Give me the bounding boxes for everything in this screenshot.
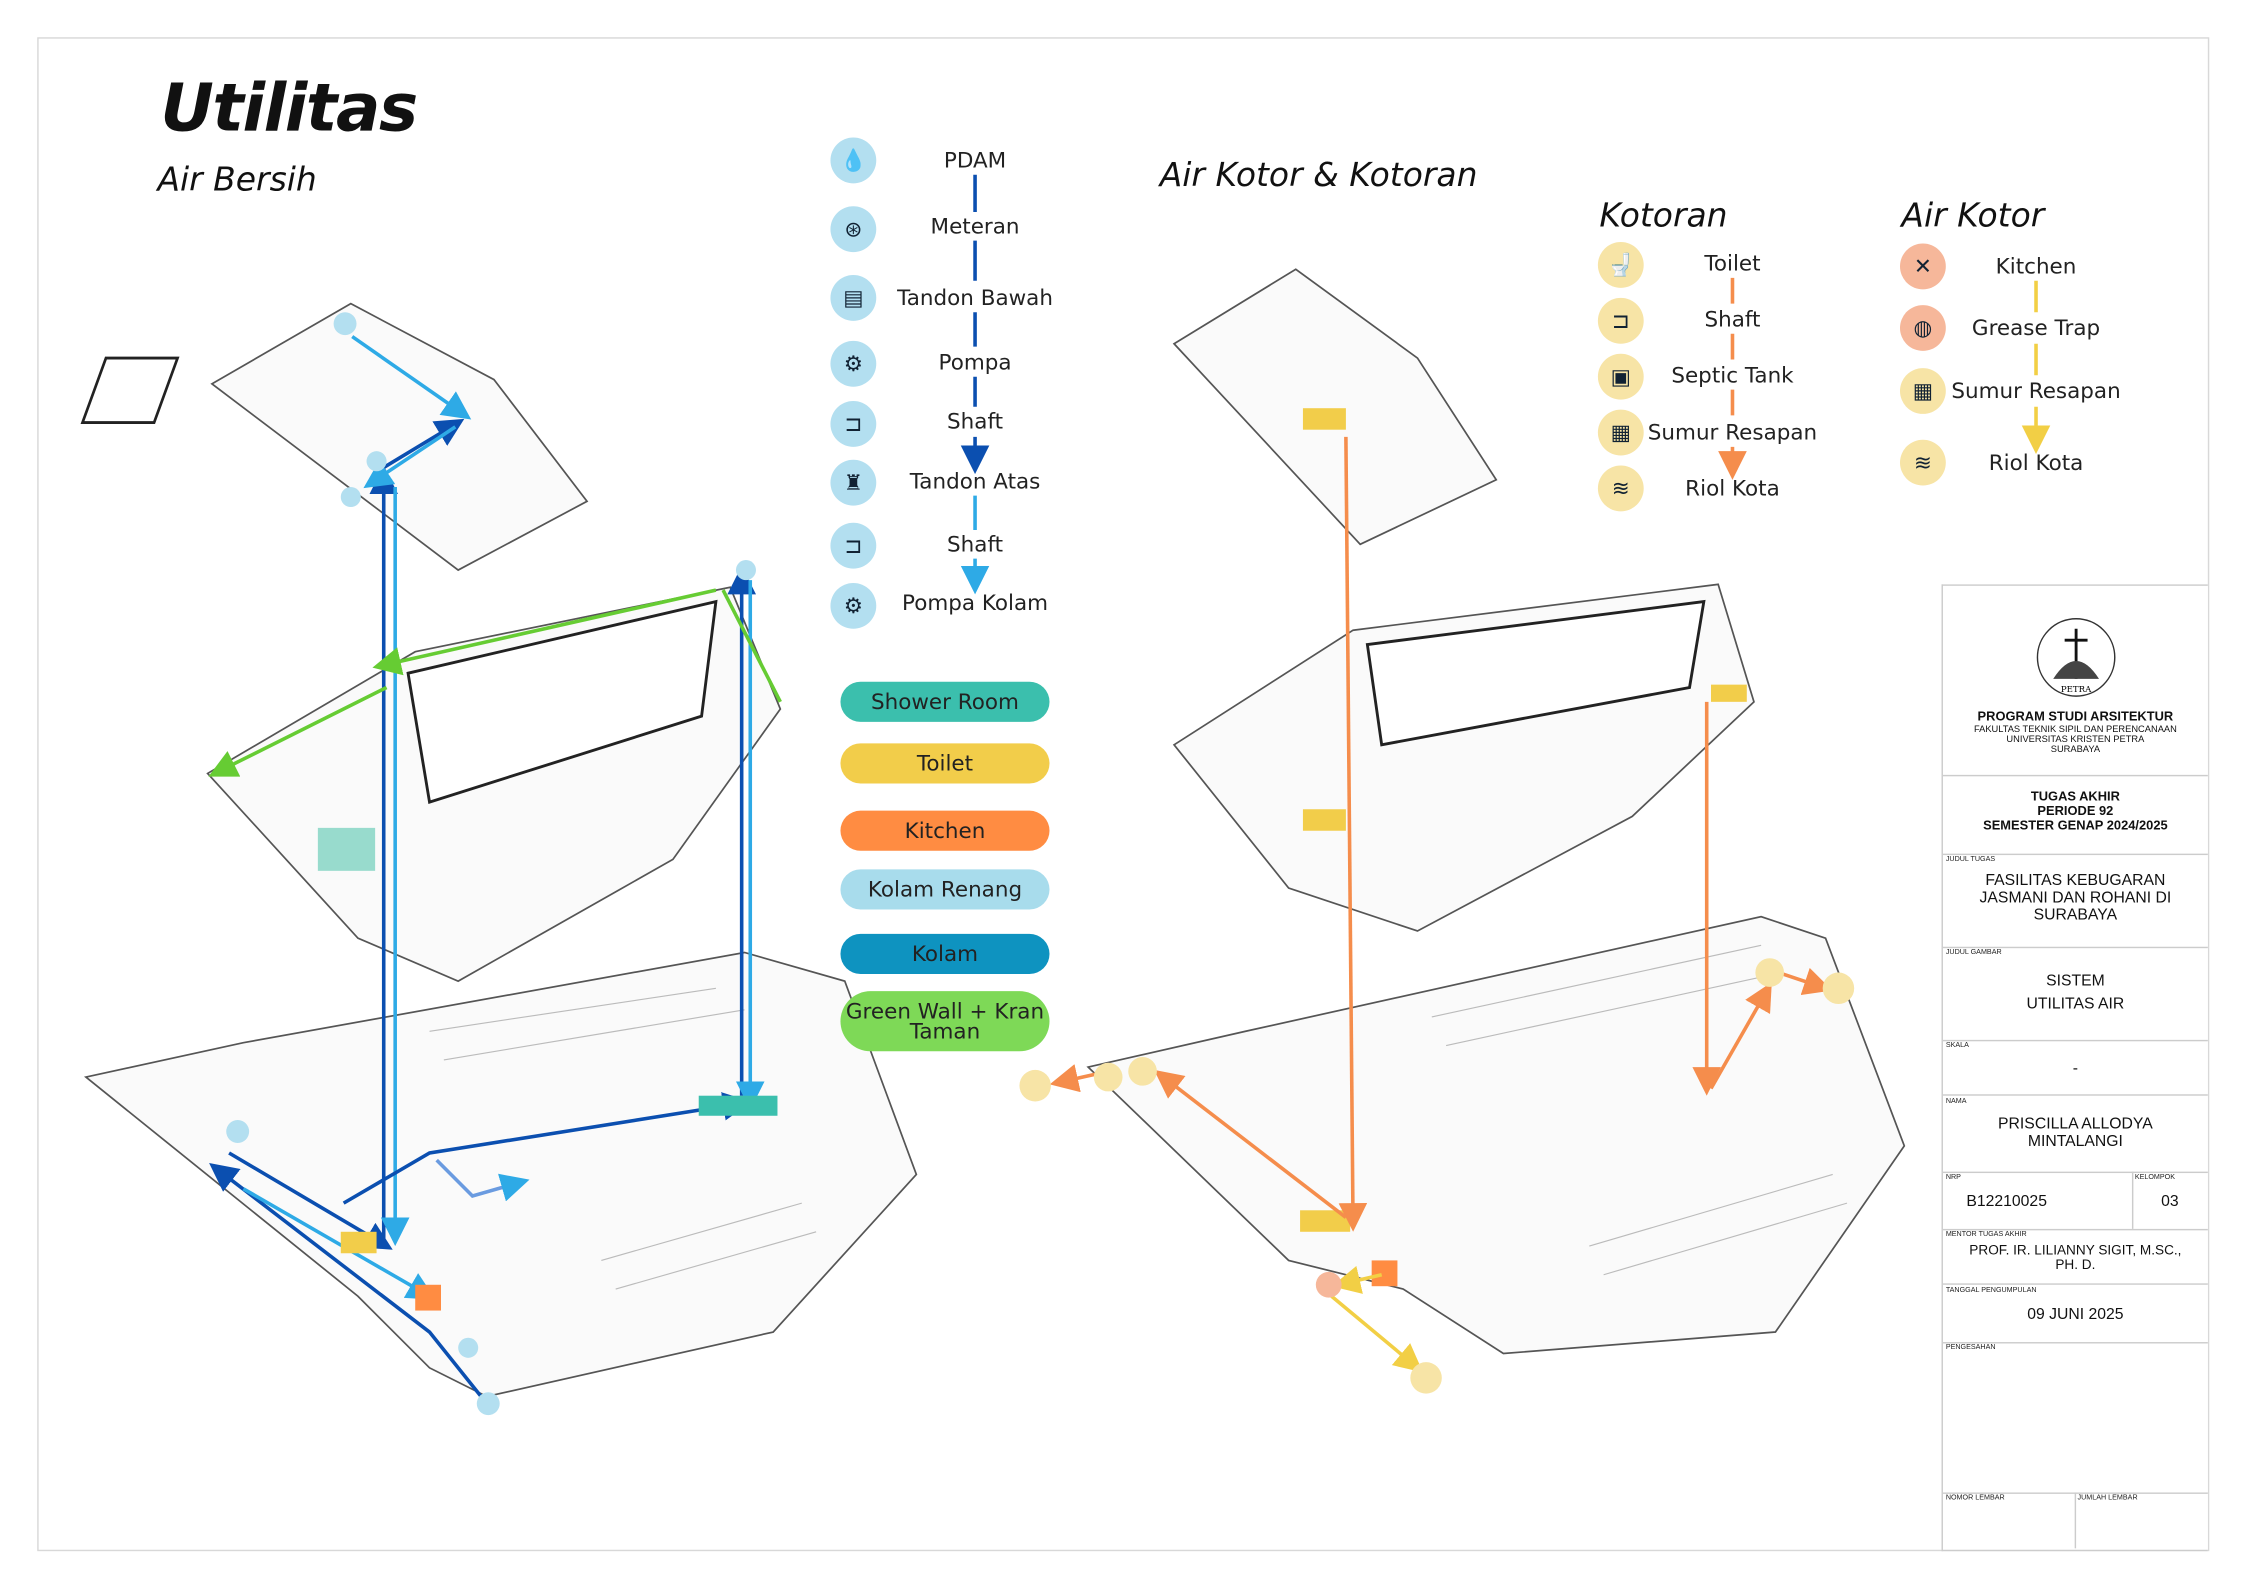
pengesahan-section: PENGESAHAN xyxy=(1942,1342,2208,1494)
toilet-icon: 🚽 xyxy=(1597,242,1644,288)
judul-tugas: FASILITAS KEBUGARAN JASMANI DAN ROHANI D… xyxy=(1979,872,2172,924)
kotoran-toilet: Toilet xyxy=(1704,250,1761,277)
legend-green-wall: Green Wall + Kran Taman xyxy=(840,991,1050,1052)
nama: PRISCILLA ALLODYA MINTALANGI xyxy=(1998,1115,2153,1151)
air-kotor-heading: Air Kotor xyxy=(1901,197,2045,235)
airkotor-grease-trap: Grease Trap xyxy=(1971,315,2101,341)
city-sewer-icon: ≋ xyxy=(1899,439,1946,486)
flow-meteran: Meteran xyxy=(930,213,1020,240)
pipe-shaft-icon: ⊐ xyxy=(830,522,877,569)
air-bersih-heading: Air Bersih xyxy=(157,161,317,200)
flow-shaft: Shaft xyxy=(947,408,1004,434)
page-title: Utilitas xyxy=(160,68,418,147)
university-name: UNIVERSITAS KRISTEN PETRA xyxy=(2006,734,2145,745)
plan-right-top-floor xyxy=(1172,268,1498,546)
legend-toilet: Toilet xyxy=(840,743,1050,784)
program-name: PROGRAM STUDI ARSITEKTUR xyxy=(1977,708,2174,724)
flow-pompa: Pompa xyxy=(938,349,1012,376)
mentor-section: MENTOR TUGAS AKHIR PROF. IR. LILIANNY SI… xyxy=(1942,1229,2208,1285)
legend-kolam: Kolam xyxy=(840,933,1050,974)
infiltration-well-icon: ▦ xyxy=(1899,368,1946,414)
periode: PERIODE 92 xyxy=(2037,803,2114,818)
semester: SEMESTER GENAP 2024/2025 xyxy=(1983,817,2168,833)
infiltration-well-icon: ▦ xyxy=(1597,409,1644,456)
institution-section: PETRA PROGRAM STUDI ARSITEKTUR FAKULTAS … xyxy=(1942,586,2208,777)
toilet-highlight xyxy=(340,1231,377,1254)
kotoran-shaft: Shaft xyxy=(1704,306,1761,333)
pipe-shaft-icon: ⊐ xyxy=(830,401,877,447)
pengesahan-label: PENGESAHAN xyxy=(1945,1343,1996,1353)
faculty-name: FAKULTAS TEKNIK SIPIL DAN PERENCANAAN xyxy=(1973,724,2177,735)
title-block: PETRA PROGRAM STUDI ARSITEKTUR FAKULTAS … xyxy=(1941,584,2208,1552)
jumlah-lembar-label: JUMLAH LEMBAR xyxy=(2077,1493,2138,1503)
skala: - xyxy=(2072,1059,2079,1078)
mentor-label: MENTOR TUGAS AKHIR xyxy=(1945,1230,2027,1239)
tanggal: 09 JUNI 2025 xyxy=(2027,1306,2124,1324)
mentor: PROF. IR. LILIANNY SIGIT, M.SC., PH. D. xyxy=(1969,1243,2182,1274)
sheet-border xyxy=(37,37,2210,1552)
city-sewer-icon: ≋ xyxy=(1597,465,1644,512)
flow-shaft-2: Shaft xyxy=(947,531,1004,558)
water-drop-icon: 💧 xyxy=(830,137,877,184)
judul-gambar-label: JUDUL GAMBAR xyxy=(1945,948,2002,957)
tanggal-section: TANGGAL PENGUMPULAN 09 JUNI 2025 xyxy=(1942,1285,2208,1344)
plan-left-top-floor xyxy=(210,302,589,572)
nomor-lembar-label: NOMOR LEMBAR xyxy=(1945,1493,2005,1503)
airkotor-sumur-resapan: Sumur Resapan xyxy=(1951,378,2121,404)
pump-icon: ⚙ xyxy=(830,340,877,387)
judul-tugas-label: JUDUL TUGAS xyxy=(1945,855,1996,864)
city-name: SURABAYA xyxy=(2050,744,2101,755)
flow-tandon-bawah: Tandon Bawah xyxy=(897,285,1053,311)
kelompok-label: KELOMPOK xyxy=(2134,1173,2176,1182)
nama-label: NAMA xyxy=(1945,1097,1967,1106)
air-kotor-kotoran-heading: Air Kotor & Kotoran xyxy=(1159,157,1478,195)
nrp-label: NRP xyxy=(1945,1173,1961,1182)
lembar-section: NOMOR LEMBAR JUMLAH LEMBAR xyxy=(1943,1492,2208,1549)
legend-kitchen: Kitchen xyxy=(840,810,1050,851)
kotoran-heading: Kotoran xyxy=(1599,197,1728,235)
plan-right-ground-floor xyxy=(1086,915,1906,1355)
airkotor-riol-kota: Riol Kota xyxy=(1988,449,2084,476)
judul-gambar-line2: UTILITAS AIR xyxy=(2026,995,2125,1013)
kotoran-riol-kota: Riol Kota xyxy=(1685,475,1780,502)
plan-left-ground-floor xyxy=(83,951,918,1398)
judul-tugas-section: JUDUL TUGAS FASILITAS KEBUGARAN JASMANI … xyxy=(1942,854,2208,949)
shower-room-highlight xyxy=(317,827,376,871)
kitchen-icon: ✕ xyxy=(1899,243,1946,290)
kelompok: 03 xyxy=(2161,1193,2179,1211)
nrp-section: NRP B12210025 KELOMPOK 03 xyxy=(1942,1171,2208,1231)
tugas-akhir: TUGAS AKHIR xyxy=(2030,789,2120,804)
nrp: B12210025 xyxy=(1966,1193,2047,1211)
assignment-section: TUGAS AKHIR PERIODE 92 SEMESTER GENAP 20… xyxy=(1942,775,2208,856)
university-logo: PETRA xyxy=(2036,618,2116,697)
septic-tank-icon: ▣ xyxy=(1597,353,1644,400)
grease-trap-icon: ◍ xyxy=(1899,305,1946,351)
legend-shower-room: Shower Room xyxy=(840,681,1050,722)
kitchen-highlight xyxy=(415,1284,441,1311)
tanggal-label: TANGGAL PENGUMPULAN xyxy=(1945,1286,2037,1295)
water-meter-icon: ⊛ xyxy=(830,206,877,253)
pipe-shaft-icon: ⊐ xyxy=(1597,297,1644,344)
judul-gambar-line1: SISTEM xyxy=(2046,972,2105,990)
pool-shower-highlight xyxy=(698,1095,778,1116)
flow-pompa-kolam: Pompa Kolam xyxy=(902,590,1049,616)
flow-pdam: PDAM xyxy=(943,147,1007,174)
legend-kolam-renang: Kolam Renang xyxy=(840,869,1050,910)
judul-gambar-section: JUDUL GAMBAR SISTEM UTILITAS AIR xyxy=(1942,947,2208,1042)
skala-section: SKALA - xyxy=(1942,1040,2208,1096)
skala-label: SKALA xyxy=(1945,1041,1969,1050)
airkotor-kitchen: Kitchen xyxy=(1995,253,2077,280)
water-tower-icon: ♜ xyxy=(830,459,877,506)
ground-tank-icon: ▤ xyxy=(830,275,877,321)
kotoran-sumur-resapan: Sumur Resapan xyxy=(1647,419,1818,446)
flow-tandon-atas: Tandon Atas xyxy=(909,468,1041,495)
svg-text:PETRA: PETRA xyxy=(2061,685,2092,695)
kotoran-septic-tank: Septic Tank xyxy=(1671,362,1794,389)
nama-section: NAMA PRISCILLA ALLODYA MINTALANGI xyxy=(1942,1096,2208,1174)
pool-pump-icon: ⚙ xyxy=(830,582,877,629)
